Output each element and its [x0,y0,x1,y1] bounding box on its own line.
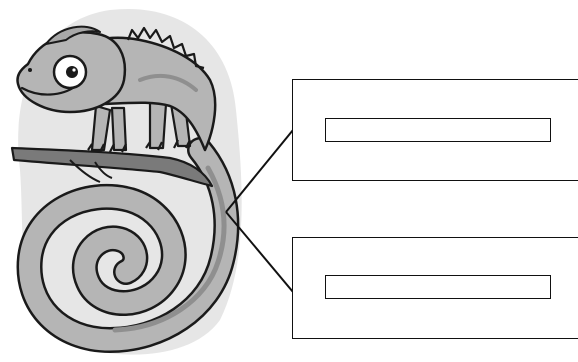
label-box-bottom [292,237,578,339]
answer-field-bottom[interactable] [325,275,551,299]
answer-field-top[interactable] [325,118,551,142]
leader-line-top [225,129,294,213]
chameleon-eye-icon [52,54,88,90]
branch [10,146,214,188]
label-box-top [292,79,578,181]
leader-line-bottom [225,211,294,293]
chameleon-tail [16,137,240,353]
